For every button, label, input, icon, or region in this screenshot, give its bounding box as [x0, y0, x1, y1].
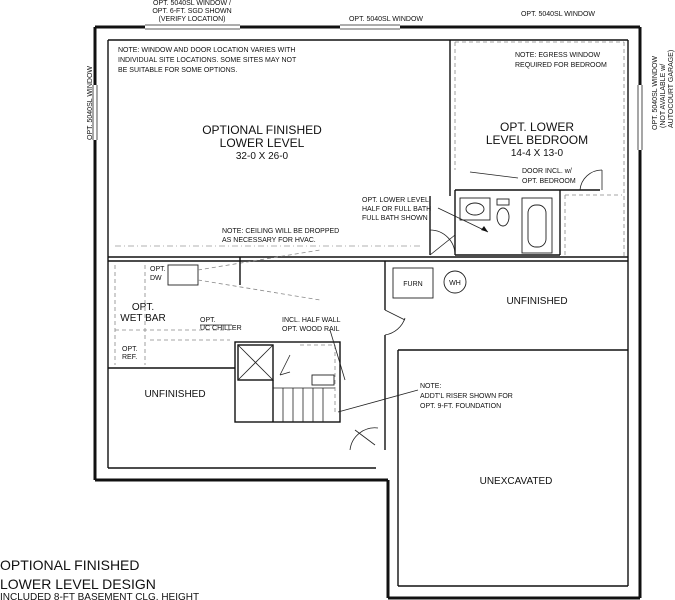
riser-note-1: NOTE: — [420, 383, 441, 390]
ceiling-note-1: NOTE: CEILING WILL BE DROPPED — [222, 228, 339, 235]
ref-label-1: OPT. — [122, 346, 138, 353]
doors — [349, 169, 603, 451]
plan-title-2: LOWER LEVEL DESIGN — [0, 576, 156, 592]
foundation-walls — [92, 24, 643, 600]
site-note-2: INDIVIDUAL SITE LOCATIONS. SOME SITES MA… — [118, 57, 297, 64]
furnace-label: FURN — [403, 281, 422, 288]
water-heater-label: WH — [449, 280, 461, 287]
window-note-right-1: OPT. 5040SL WINDOW — [652, 56, 659, 130]
egress-note-1: NOTE: EGRESS WINDOW — [515, 52, 601, 59]
room-finished-title-2: LOWER LEVEL — [220, 136, 305, 150]
egress-note-2: REQUIRED FOR BEDROOM — [515, 62, 607, 69]
room-bedroom-title-2: LEVEL BEDROOM — [486, 133, 588, 147]
site-note-1: NOTE: WINDOW AND DOOR LOCATION VARIES WI… — [118, 47, 295, 54]
mechanical: FURN WH — [392, 267, 467, 299]
window-note-top-left-3: (VERIFY LOCATION) — [158, 16, 225, 23]
interior-walls — [107, 39, 629, 587]
door-note-2: OPT. BEDROOM — [522, 178, 576, 185]
ceiling-note-2: AS NECESSARY FOR HVAC. — [222, 237, 316, 244]
wet-bar-label-1: OPT. — [132, 302, 154, 313]
plan-subtitle: INCLUDED 8-FT BASEMENT CLG. HEIGHT — [0, 592, 199, 600]
room-unexcavated: UNEXCAVATED — [480, 476, 553, 487]
wet-bar-label-2: WET BAR — [120, 313, 165, 324]
furnace — [392, 267, 434, 299]
rail-note-2: OPT. WOOD RAIL — [282, 326, 340, 333]
chiller-label-2: UC CHILLER — [200, 325, 242, 332]
window-note-top-right: OPT. 5040SL WINDOW — [521, 11, 595, 18]
door-note-1: DOOR INCL. w/ — [522, 168, 572, 175]
window-note-top-left-2: OPT. 6-FT. SGD SHOWN — [152, 8, 231, 15]
room-bedroom-size: 14-4 X 13-0 — [511, 148, 564, 159]
chiller-label-1: OPT. — [200, 317, 216, 324]
room-finished-title-1: OPTIONAL FINISHED — [202, 123, 322, 137]
rail-note-1: INCL. HALF WALL — [282, 317, 341, 324]
site-note-3: BE SUITABLE FOR SOME OPTIONS. — [118, 67, 237, 74]
riser-note-3: OPT. 9-FT. FOUNDATION — [420, 403, 501, 410]
dw-label-2: DW — [150, 275, 162, 282]
leader-lines — [200, 171, 519, 413]
dw-label-1: OPT. — [150, 266, 166, 273]
bath-note-2: HALF OR FULL BATH — [362, 206, 431, 213]
window-note-left: OPT. 5040SL WINDOW — [87, 66, 94, 140]
room-bedroom-title-1: OPT. LOWER — [500, 120, 574, 134]
window-note-top-left-1: OPT. 5040SL WINDOW / — [153, 0, 231, 7]
room-finished-size: 32-0 X 26-0 — [236, 151, 289, 162]
staircase — [234, 341, 341, 423]
room-unfinished-right: UNFINISHED — [506, 296, 567, 307]
bath-note-3: FULL BATH SHOWN — [362, 215, 428, 222]
window-note-top-mid: OPT. 5040SL WINDOW — [349, 16, 423, 23]
bathroom-fixtures — [459, 197, 553, 254]
water-heater — [443, 270, 467, 294]
plan-title-1: OPTIONAL FINISHED — [0, 557, 140, 573]
room-unfinished-left: UNFINISHED — [144, 389, 205, 400]
ref-label-2: REF. — [122, 354, 137, 361]
bath-note-1: OPT. LOWER LEVEL — [362, 197, 429, 204]
riser-note-2: ADDT'L RISER SHOWN FOR — [420, 393, 513, 400]
window-note-right-3: AUTOCOURT GARAGE) — [668, 50, 675, 128]
window-note-right-2: (NOT AVAILABLE w/ — [660, 64, 667, 128]
